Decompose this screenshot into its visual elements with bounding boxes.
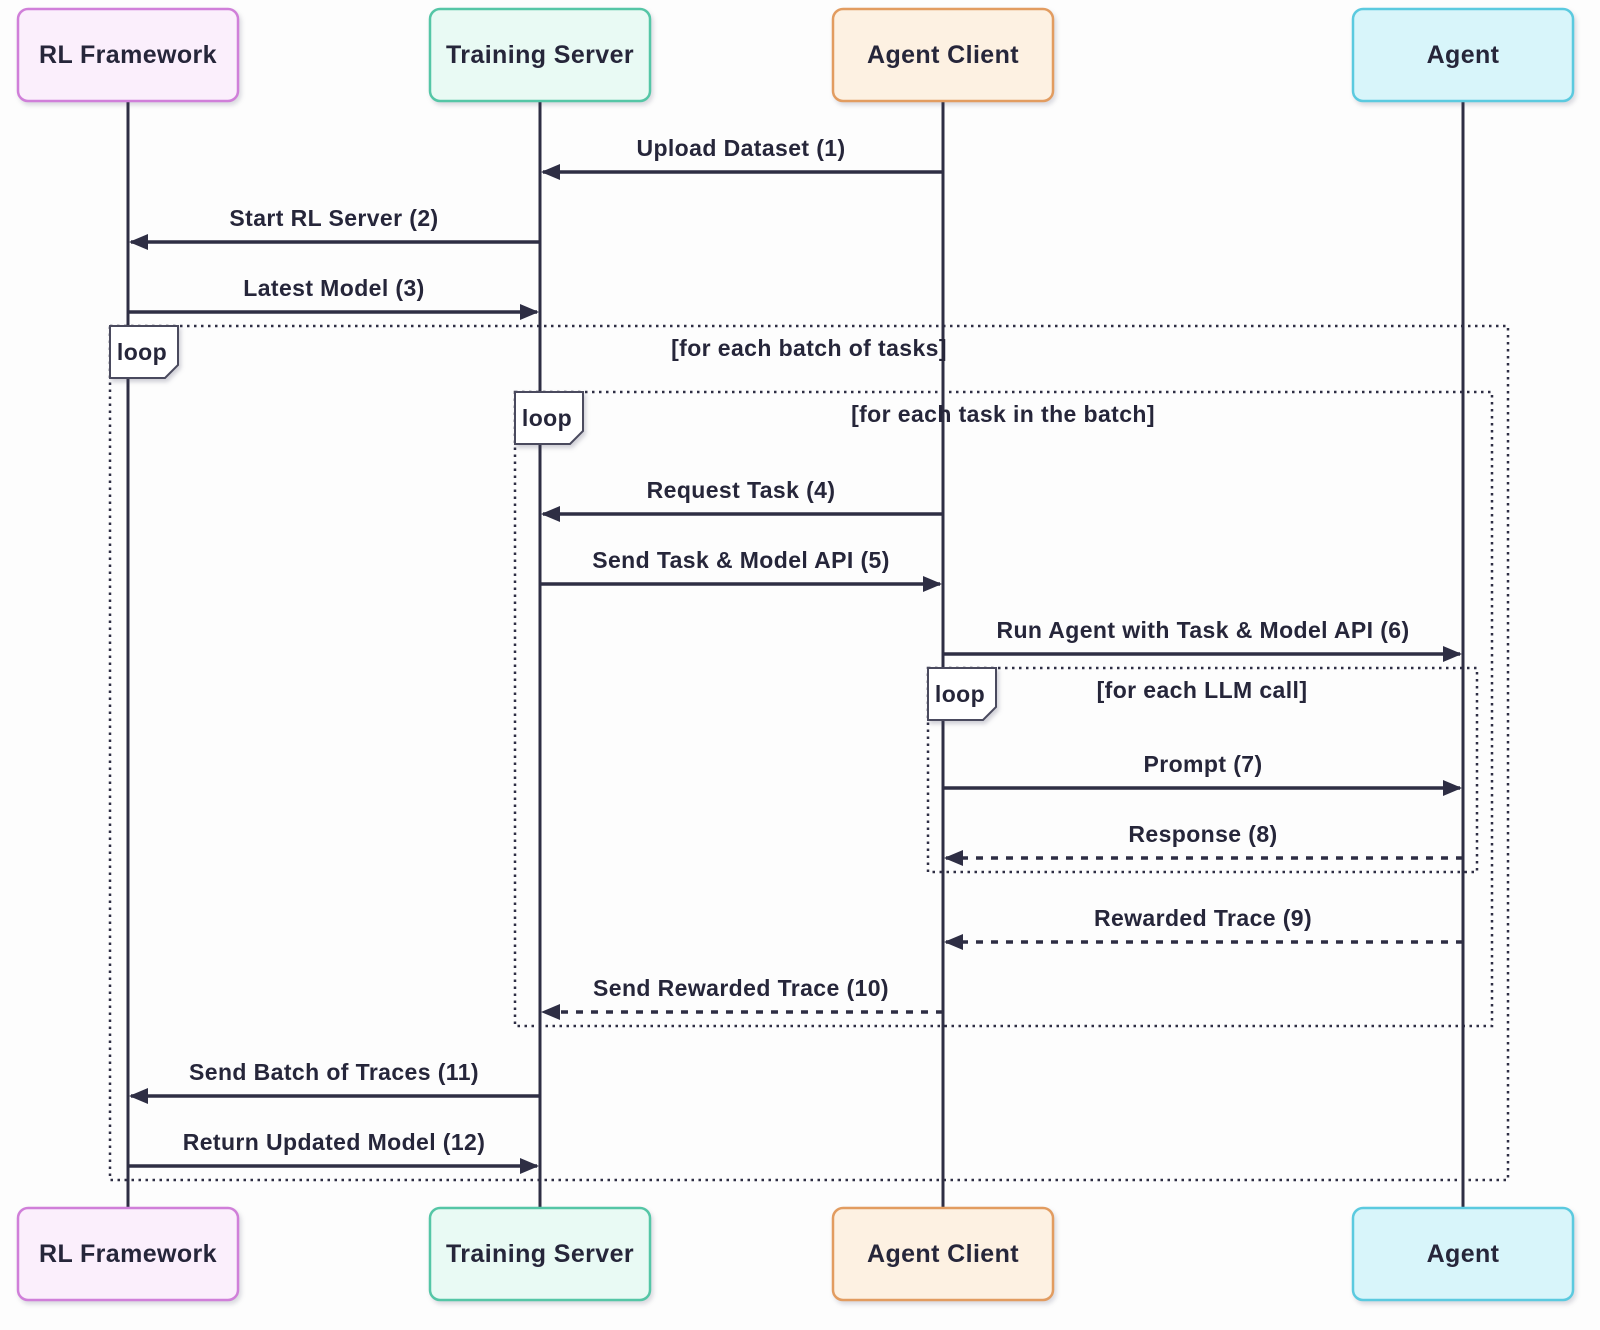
message-send-batch-of-traces: Send Batch of Traces (11) <box>129 1059 540 1104</box>
message-label: Send Task & Model API (5) <box>592 547 890 573</box>
loop-title: [for each LLM call] <box>1097 677 1308 703</box>
participant-box <box>428 7 652 103</box>
loop-title: [for each batch of tasks] <box>671 335 947 361</box>
participant-box <box>1351 1206 1575 1302</box>
message-send-rewarded-trace: Send Rewarded Trace (10) <box>541 975 943 1020</box>
message-label: Prompt (7) <box>1144 751 1263 777</box>
participant-label: Agent <box>1427 1240 1500 1268</box>
loop-frame-batch-of-tasks: loop [for each batch of tasks] <box>108 324 1510 1182</box>
message-label: Rewarded Trace (9) <box>1094 905 1312 931</box>
participant-label: Agent Client <box>867 1240 1019 1268</box>
message-start-rl-server: Start RL Server (2) <box>129 205 540 250</box>
loop-label-tab <box>514 391 584 445</box>
participant-box <box>16 7 240 103</box>
message-prompt: Prompt (7) <box>943 751 1462 796</box>
loop-border <box>513 390 1494 1028</box>
participant-label: Training Server <box>446 41 634 69</box>
participant-box <box>16 1206 240 1302</box>
message-label: Start RL Server (2) <box>229 205 438 231</box>
participant-label: RL Framework <box>39 41 217 69</box>
participant-top-training-server: Training Server <box>428 7 652 103</box>
message-upload-dataset: Upload Dataset (1) <box>541 135 943 180</box>
message-rewarded-trace: Rewarded Trace (9) <box>944 905 1463 950</box>
participant-box <box>831 1206 1055 1302</box>
message-label: Return Updated Model (12) <box>183 1129 486 1155</box>
message-send-task-model-api: Send Task & Model API (5) <box>540 547 942 592</box>
participant-box <box>831 7 1055 103</box>
loop-keyword: loop <box>522 405 572 431</box>
participants-bottom: RL Framework Training Server Agent Clien… <box>16 1206 1575 1302</box>
loop-border <box>926 666 1479 874</box>
message-label: Run Agent with Task & Model API (6) <box>996 617 1409 643</box>
participant-top-agent-client: Agent Client <box>831 7 1055 103</box>
message-label: Send Rewarded Trace (10) <box>593 975 889 1001</box>
messages: Upload Dataset (1) Start RL Server (2) L… <box>128 135 1463 1174</box>
message-return-updated-model: Return Updated Model (12) <box>128 1129 539 1174</box>
participant-bottom-agent-client: Agent Client <box>831 1206 1055 1302</box>
participant-top-agent: Agent <box>1351 7 1575 103</box>
message-run-agent: Run Agent with Task & Model API (6) <box>943 617 1462 662</box>
participant-box <box>1351 7 1575 103</box>
participant-label: Agent Client <box>867 41 1019 69</box>
participant-label: RL Framework <box>39 1240 217 1268</box>
participant-bottom-agent: Agent <box>1351 1206 1575 1302</box>
participant-label: Training Server <box>446 1240 634 1268</box>
loop-frame-task-in-batch: loop [for each task in the batch] <box>513 390 1494 1028</box>
message-label: Upload Dataset (1) <box>636 135 845 161</box>
loop-keyword: loop <box>935 681 985 707</box>
loop-label-tab <box>927 667 997 721</box>
loop-border <box>108 324 1510 1182</box>
message-response: Response (8) <box>944 821 1463 866</box>
loop-frame-llm-call: loop [for each LLM call] <box>926 666 1479 874</box>
message-label: Send Batch of Traces (11) <box>189 1059 479 1085</box>
message-request-task: Request Task (4) <box>541 477 943 522</box>
loop-title: [for each task in the batch] <box>851 401 1155 427</box>
participant-top-rl-framework: RL Framework <box>16 7 240 103</box>
participant-box <box>428 1206 652 1302</box>
participant-bottom-rl-framework: RL Framework <box>16 1206 240 1302</box>
message-label: Request Task (4) <box>647 477 836 503</box>
participant-bottom-training-server: Training Server <box>428 1206 652 1302</box>
participants-top: RL Framework Training Server Agent Clien… <box>16 7 1575 103</box>
loop-keyword: loop <box>117 339 167 365</box>
message-label: Latest Model (3) <box>243 275 424 301</box>
message-latest-model: Latest Model (3) <box>128 275 539 320</box>
loop-label-tab <box>109 325 179 379</box>
participant-label: Agent <box>1427 41 1500 69</box>
message-label: Response (8) <box>1128 821 1277 847</box>
